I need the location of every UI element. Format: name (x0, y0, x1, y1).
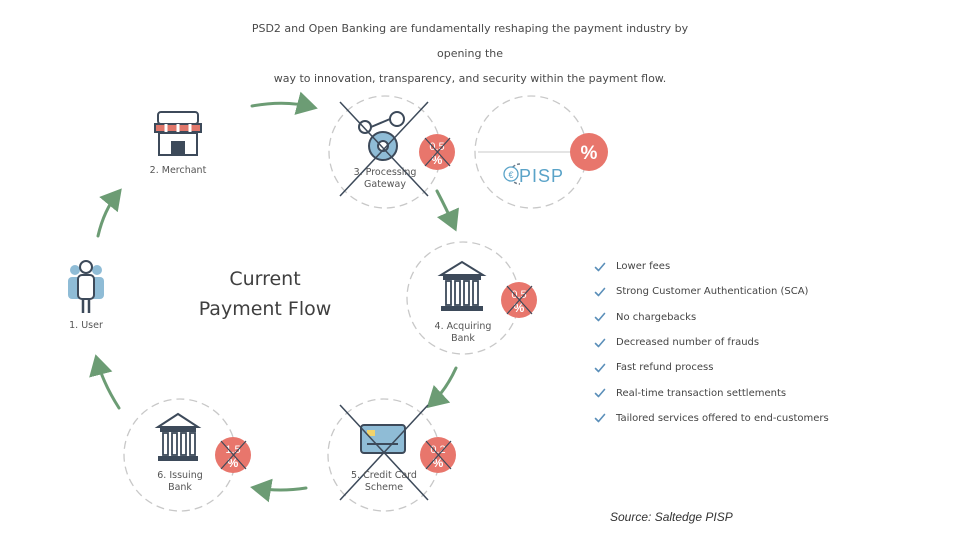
check-icon (594, 287, 606, 297)
arrow-issuing-to-user (89, 354, 121, 410)
pisp-word: PISP (519, 166, 565, 186)
arrow-scheme-to-issuing (250, 478, 308, 503)
card-scheme-fee-badge: 0.2 % (420, 437, 456, 473)
card-scheme-fee-percent: % (433, 456, 444, 470)
check-icon (594, 388, 606, 398)
benefit-text: Fast refund process (616, 362, 714, 374)
card-scheme-label: 5. Credit Card Scheme (334, 470, 434, 494)
issuing-label-line-1: 6. Issuing (157, 470, 203, 481)
flow-title-line-1: Current (229, 268, 301, 290)
acquiring-fee-value: 0.5 (511, 289, 526, 301)
check-icon (594, 312, 606, 322)
intro-line-1: PSD2 and Open Banking are fundamentally … (251, 22, 689, 60)
euro-refresh-icon: € (503, 163, 521, 185)
users-icon (68, 260, 104, 313)
arrow-merchant-to-gateway (250, 91, 318, 115)
pisp-percent-sign: % (581, 143, 598, 164)
check-icon (594, 363, 606, 373)
gateway-label: 3. Processing Gateway (335, 167, 435, 191)
acquiring-label-line-2: Bank (451, 333, 475, 344)
benefit-item: Fast refund process (594, 355, 829, 380)
acquiring-label: 4. Acquiring Bank (413, 321, 513, 345)
intro-text: PSD2 and Open Banking are fundamentally … (230, 16, 710, 91)
card-scheme-cross-mark (339, 404, 429, 501)
benefit-item: Strong Customer Authentication (SCA) (594, 279, 829, 304)
arrow-acquiring-to-scheme (426, 366, 458, 409)
acquiring-fee-percent: % (514, 301, 525, 315)
benefit-text: No chargebacks (616, 311, 697, 323)
benefit-text: Real-time transaction settlements (616, 387, 787, 399)
acquiring-fee-badge: 0.5 % (501, 282, 537, 318)
card-scheme-label-line-2: Scheme (364, 482, 404, 493)
euro-sign: € (508, 170, 513, 180)
store-icon (154, 111, 202, 156)
intro-line-2: way to innovation, transparency, and sec… (273, 72, 667, 85)
benefit-item: Decreased number of frauds (594, 330, 829, 355)
issuing-fee-badge: 1.5 % (215, 437, 251, 473)
issuing-label: 6. Issuing Bank (130, 470, 230, 494)
issuing-fee-value: 1.5 (225, 444, 240, 456)
user-label: 1. User (56, 320, 116, 332)
check-icon (594, 338, 606, 347)
benefit-item: Tailored services offered to end-custome… (594, 406, 829, 431)
benefit-text: Decreased number of frauds (616, 337, 760, 349)
acquiring-bank-icon (437, 260, 487, 311)
check-icon (594, 414, 606, 423)
source-caption: Source: Saltedge PISP (610, 510, 733, 524)
benefit-item: Lower fees (594, 254, 829, 279)
flow-arrows (89, 91, 459, 503)
acquiring-label-line-1: 4. Acquiring (434, 321, 492, 332)
benefit-text: Tailored services offered to end-custome… (616, 412, 829, 424)
flow-title: Current Payment Flow (190, 264, 340, 324)
card-scheme-label-line-1: 5. Credit Card (351, 470, 417, 481)
arrow-user-to-merchant (96, 188, 122, 238)
gateway-fee-value: 0.5 (429, 141, 444, 153)
benefit-text: Lower fees (616, 261, 671, 273)
flow-title-line-2: Payment Flow (198, 298, 332, 320)
benefit-text: Strong Customer Authentication (SCA) (616, 286, 809, 298)
credit-card-icon (360, 424, 406, 454)
pisp-percent-badge: % (570, 133, 608, 171)
gateway-label-line-2: Gateway (364, 179, 406, 190)
arrow-gateway-to-acquiring (435, 189, 459, 232)
issuing-label-line-2: Bank (168, 482, 192, 493)
gateway-fee-badge: 0.5 % (419, 134, 455, 170)
gateway-label-line-1: 3. Processing (353, 167, 417, 178)
benefit-item: Real-time transaction settlements (594, 380, 829, 405)
benefit-item: No chargebacks (594, 305, 829, 330)
gateway-fee-percent: % (432, 153, 443, 167)
issuing-fee-percent: % (228, 456, 239, 470)
check-icon (594, 262, 606, 271)
merchant-label-text: 2. Merchant (149, 165, 207, 176)
gears-icon (358, 111, 405, 161)
issuing-bank-icon (154, 412, 202, 461)
gateway-cross-mark (339, 101, 429, 197)
user-label-text: 1. User (69, 320, 103, 331)
merchant-label: 2. Merchant (138, 165, 218, 177)
card-scheme-fee-value: 0.2 (430, 444, 445, 456)
